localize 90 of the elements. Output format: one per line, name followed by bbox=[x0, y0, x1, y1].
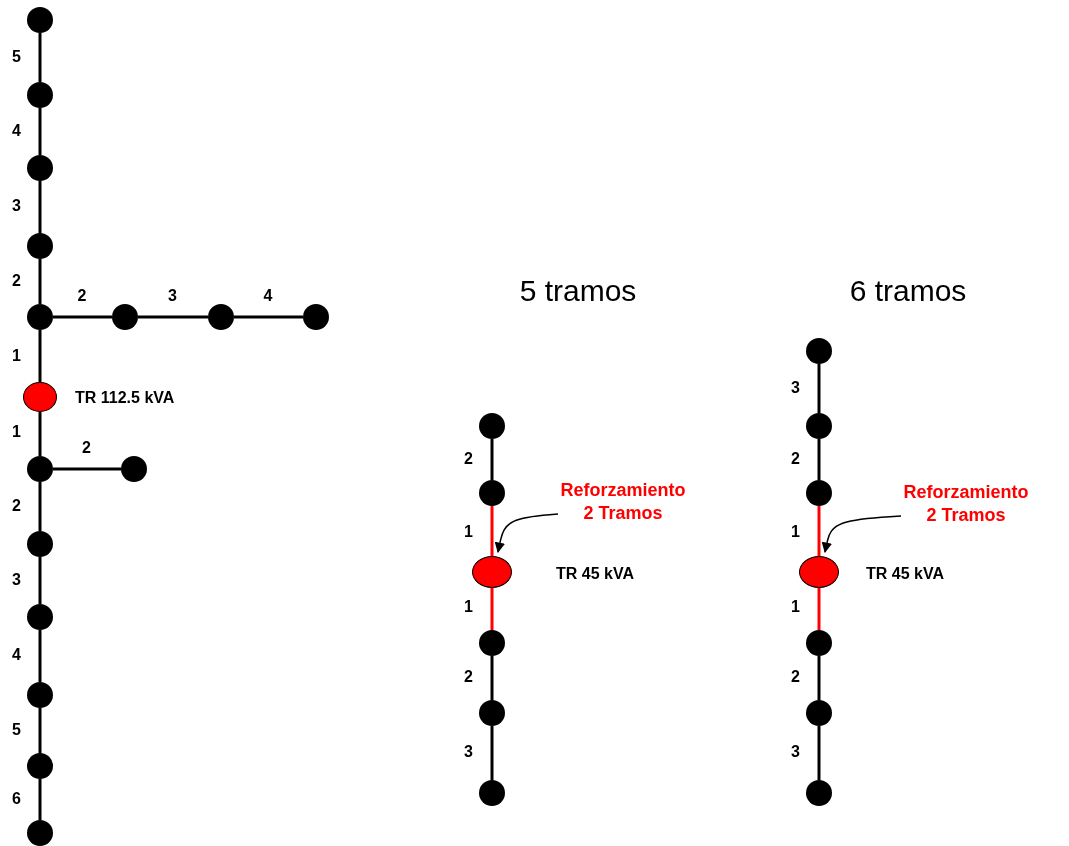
node-circle bbox=[479, 480, 505, 506]
segment-number: 2 bbox=[464, 668, 473, 686]
node-circle bbox=[806, 480, 832, 506]
segment-number: 4 bbox=[12, 646, 21, 664]
node-circle bbox=[806, 413, 832, 439]
column-heading: 6 tramos bbox=[849, 274, 967, 308]
node-circle bbox=[806, 630, 832, 656]
node-circle bbox=[479, 700, 505, 726]
segment-number: 2 bbox=[791, 668, 800, 686]
line-segment bbox=[38, 330, 42, 382]
transformer-label: TR 112.5 kVA bbox=[75, 389, 175, 407]
node-circle bbox=[806, 338, 832, 364]
segment-number: 3 bbox=[12, 570, 21, 589]
transformer-circle bbox=[799, 556, 839, 588]
reinforced-line bbox=[817, 588, 821, 630]
segment-number: 2 bbox=[464, 449, 473, 468]
node-circle bbox=[27, 820, 53, 846]
callout-text: Reforzamiento 2 Tramos bbox=[555, 479, 691, 524]
node-circle bbox=[479, 780, 505, 806]
line-segment bbox=[817, 726, 821, 780]
segment-number: 6 bbox=[12, 789, 21, 808]
segment-number: 3 bbox=[464, 743, 473, 761]
node-circle bbox=[27, 604, 53, 630]
reinforced-line bbox=[490, 588, 494, 630]
segment-number: 2 bbox=[791, 449, 800, 468]
reinforced-line bbox=[490, 506, 494, 556]
node-circle bbox=[208, 304, 234, 330]
line-segment bbox=[38, 259, 42, 304]
segment-number: 3 bbox=[12, 197, 21, 215]
line-segment bbox=[38, 482, 42, 531]
node-circle bbox=[27, 233, 53, 259]
node-circle bbox=[806, 780, 832, 806]
segment-number: 1 bbox=[791, 522, 800, 541]
segment-number: 5 bbox=[12, 47, 21, 66]
segment-number: 2 bbox=[12, 271, 21, 290]
node-circle bbox=[27, 753, 53, 779]
segment-number: 1 bbox=[12, 347, 21, 365]
segment-number: 4 bbox=[12, 121, 21, 140]
node-circle bbox=[806, 700, 832, 726]
line-segment bbox=[138, 315, 208, 319]
node-circle bbox=[27, 155, 53, 181]
line-segment bbox=[53, 467, 121, 471]
leader-arrow bbox=[494, 513, 559, 554]
node-circle bbox=[27, 304, 53, 330]
segment-number: 1 bbox=[464, 597, 473, 616]
node-circle bbox=[27, 82, 53, 108]
segment-number: 1 bbox=[464, 522, 473, 541]
line-segment bbox=[490, 726, 494, 780]
node-circle bbox=[479, 413, 505, 439]
segment-number: 2 bbox=[77, 287, 87, 305]
transformer-circle bbox=[23, 382, 57, 412]
segment-number: 5 bbox=[12, 720, 21, 739]
line-segment bbox=[38, 33, 42, 82]
segment-number: 2 bbox=[82, 439, 91, 457]
node-circle bbox=[27, 7, 53, 33]
line-segment bbox=[490, 656, 494, 700]
line-segment bbox=[38, 630, 42, 682]
node-circle bbox=[27, 456, 53, 482]
segment-number: 3 bbox=[791, 743, 800, 761]
segment-number: 1 bbox=[791, 597, 800, 616]
line-segment bbox=[817, 439, 821, 480]
column-heading: 5 tramos bbox=[519, 274, 637, 308]
line-segment bbox=[53, 315, 112, 319]
line-segment bbox=[38, 181, 42, 233]
segment-number: 2 bbox=[12, 496, 21, 515]
node-circle bbox=[479, 630, 505, 656]
line-segment bbox=[234, 315, 303, 319]
line-segment bbox=[817, 364, 821, 413]
line-segment bbox=[817, 656, 821, 700]
segment-number: 3 bbox=[791, 378, 800, 397]
callout-text: Reforzamiento 2 Tramos bbox=[898, 481, 1034, 526]
line-segment bbox=[38, 108, 42, 155]
line-segment bbox=[38, 779, 42, 820]
node-circle bbox=[112, 304, 138, 330]
node-circle bbox=[121, 456, 147, 482]
line-segment bbox=[490, 439, 494, 480]
transformer-label: TR 45 kVA bbox=[556, 565, 634, 583]
node-circle bbox=[27, 682, 53, 708]
segment-number: 3 bbox=[168, 287, 177, 305]
line-segment bbox=[38, 708, 42, 753]
node-circle bbox=[303, 304, 329, 330]
leader-arrow bbox=[821, 515, 902, 554]
segment-number: 1 bbox=[12, 423, 21, 441]
reinforced-line bbox=[817, 506, 821, 556]
node-circle bbox=[27, 531, 53, 557]
line-segment bbox=[38, 412, 42, 456]
transformer-label: TR 45 kVA bbox=[866, 565, 944, 583]
segment-number: 4 bbox=[263, 287, 273, 305]
line-segment bbox=[38, 557, 42, 604]
transformer-circle bbox=[472, 556, 512, 588]
